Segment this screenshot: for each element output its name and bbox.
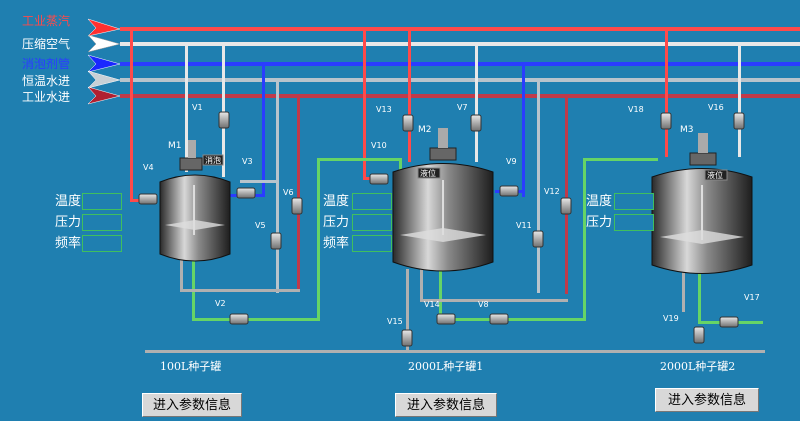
- tank3-tag: 液位: [707, 170, 723, 180]
- valve-v4-label: V4: [143, 163, 154, 172]
- tank3-temp-label: 温度: [586, 193, 612, 209]
- legend-warm-water-label: 恒温水进: [22, 74, 70, 88]
- tank1-temp-label: 温度: [55, 193, 81, 209]
- impeller-icon: [660, 230, 744, 244]
- process-water-arrow-icon: [87, 86, 121, 105]
- defoamer-header-pipe: [120, 62, 800, 66]
- valve-v11-label: V11: [516, 221, 532, 230]
- impeller-icon: [165, 220, 225, 230]
- valve-v16[interactable]: [733, 112, 745, 130]
- tank-2000l-1[interactable]: [392, 128, 494, 272]
- valve-v2-label: V2: [215, 299, 226, 308]
- tank1-tag-box: [202, 154, 224, 166]
- impeller-icon: [400, 228, 486, 242]
- valve-v1[interactable]: [218, 111, 230, 129]
- air-header-pipe: [120, 42, 800, 46]
- valve-v2[interactable]: [229, 313, 249, 325]
- drain-lines: [145, 259, 765, 353]
- tank1-frequency-field: [82, 235, 122, 252]
- valve-v9-label: V9: [506, 157, 517, 166]
- tank1-temperature-field: [82, 193, 122, 210]
- tank2-tag-box: [417, 167, 441, 179]
- valve-v10-label: V10: [371, 141, 387, 150]
- valve-v10[interactable]: [369, 173, 389, 185]
- legend-steam-label: 工业蒸汽: [22, 13, 70, 28]
- tank2-pressure-label: 压力: [323, 215, 349, 230]
- process-water-header-pipe: [120, 94, 800, 98]
- agitator-motor-icon: [429, 147, 457, 161]
- legend-defoamer-label: 消泡剂管: [22, 56, 70, 71]
- tank3-temperature-field: [614, 193, 654, 210]
- valve-v12[interactable]: [560, 197, 572, 215]
- tank2-temperature-field: [352, 193, 392, 210]
- tank3-pressure-field: [614, 214, 654, 231]
- valve-v8[interactable]: [489, 313, 509, 325]
- valve-v17[interactable]: [719, 316, 739, 328]
- valve-v7[interactable]: [470, 114, 482, 132]
- legend-air-label: 压缩空气: [22, 36, 70, 51]
- tank1-frequency-label: 频率: [55, 235, 81, 251]
- header-pipes: [120, 27, 800, 98]
- valve-v13[interactable]: [402, 114, 414, 132]
- steam-header-pipe: [120, 27, 800, 31]
- valve-v19[interactable]: [693, 326, 705, 344]
- valve-v4[interactable]: [138, 193, 158, 205]
- legend-process-water-label: 工业水进: [22, 90, 70, 104]
- valve-v6[interactable]: [291, 197, 303, 215]
- valve-v1-label: V1: [192, 103, 203, 112]
- tank2-tag: 液位: [420, 168, 436, 178]
- legend-arrows: [87, 18, 121, 105]
- valve-v5[interactable]: [270, 232, 282, 250]
- agitator-motor-icon: [179, 157, 203, 171]
- air-arrow-icon: [87, 34, 121, 53]
- tank2-params-button[interactable]: 进入参数信息: [395, 393, 497, 417]
- legend-labels: 工业蒸汽 压缩空气 消泡剂管 恒温水进 工业水进: [22, 13, 70, 104]
- tank-100l[interactable]: [159, 140, 231, 262]
- steam-arrow-icon: [87, 18, 121, 37]
- valve-v16-label: V16: [708, 103, 724, 112]
- valve-v18-label: V18: [628, 105, 644, 114]
- valve-v19-label: V19: [663, 314, 679, 323]
- tank3-params-button[interactable]: 进入参数信息: [655, 388, 759, 412]
- warm-water-arrow-icon: [87, 70, 121, 89]
- tank1-tag: 消泡: [205, 155, 221, 165]
- valve-v13-label: V13: [376, 105, 392, 114]
- valve-v17-label: V17: [744, 293, 760, 302]
- motor-m3-label: M3: [680, 125, 694, 135]
- valve-v8-label: V8: [478, 300, 489, 309]
- tank3-tag-box: [704, 169, 728, 181]
- valves: [138, 111, 745, 347]
- valve-v12-label: V12: [544, 187, 560, 196]
- motor-m2-label: M2: [418, 125, 432, 135]
- valve-v5-label: V5: [255, 221, 266, 230]
- tank2-name: 2000L种子罐1: [408, 359, 483, 373]
- valve-v15[interactable]: [401, 329, 413, 347]
- tank-2000l-2[interactable]: [651, 133, 753, 274]
- valve-v3[interactable]: [236, 187, 256, 199]
- valve-v6-label: V6: [283, 188, 294, 197]
- tank1-name: 100L种子罐: [160, 359, 221, 373]
- tank3-pressure-label: 压力: [586, 215, 612, 230]
- valve-v14-label: V14: [424, 300, 440, 309]
- tank1-pressure-field: [82, 214, 122, 231]
- warm-water-header-pipe: [120, 78, 800, 82]
- motor-m1-label: M1: [168, 141, 182, 151]
- tank2-temp-label: 温度: [323, 193, 349, 209]
- tank2-pressure-field: [352, 214, 392, 231]
- tank1-params-button[interactable]: 进入参数信息: [142, 393, 242, 417]
- tank3-name: 2000L种子罐2: [660, 359, 735, 373]
- valve-v18[interactable]: [660, 112, 672, 130]
- tank1-pressure-label: 压力: [55, 215, 81, 230]
- agitator-motor-icon: [689, 152, 717, 166]
- valve-v11[interactable]: [532, 230, 544, 248]
- valve-v7-label: V7: [457, 103, 468, 112]
- valve-v14[interactable]: [436, 313, 456, 325]
- defoamer-arrow-icon: [87, 54, 121, 73]
- valve-v9[interactable]: [499, 185, 519, 197]
- valve-v3-label: V3: [242, 157, 253, 166]
- tank2-frequency-label: 频率: [323, 235, 349, 251]
- valve-v15-label: V15: [387, 317, 403, 326]
- tank2-frequency-field: [352, 235, 392, 252]
